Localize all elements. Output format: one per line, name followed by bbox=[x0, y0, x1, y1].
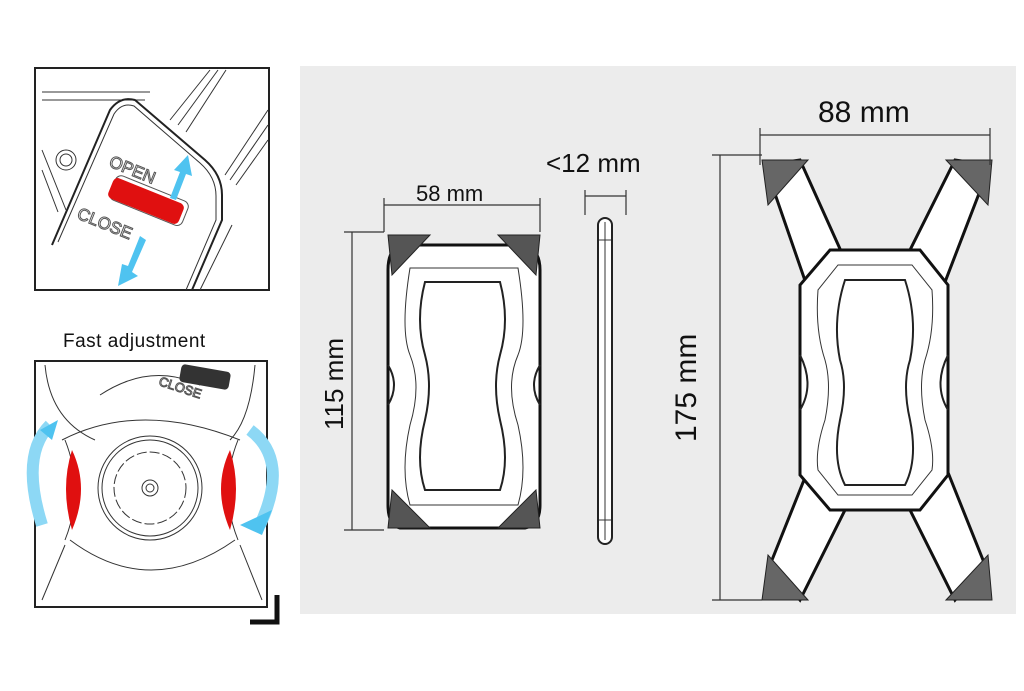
thickness-label: <12 mm bbox=[546, 148, 641, 178]
left-knob bbox=[66, 450, 81, 530]
arrow-up-icon bbox=[170, 155, 192, 200]
side-profile bbox=[597, 217, 613, 545]
slider-button bbox=[108, 178, 184, 224]
large-holder bbox=[761, 158, 993, 603]
small-holder bbox=[386, 234, 542, 530]
right-knob bbox=[221, 450, 236, 530]
rotate-right-arrow-icon bbox=[246, 425, 279, 528]
large-height-label: 175 mm bbox=[670, 334, 703, 442]
open-close-panel: OPEN CLOSE bbox=[34, 67, 270, 291]
large-width-label: 88 mm bbox=[818, 96, 910, 129]
small-width-label: 58 mm bbox=[416, 181, 483, 206]
small-height-label: 115 mm bbox=[319, 338, 349, 430]
fast-adjustment-title: Fast adjustment bbox=[63, 331, 206, 352]
fast-adjustment-panel: CLOSE bbox=[26, 360, 280, 625]
arrow-down-icon bbox=[118, 236, 146, 286]
